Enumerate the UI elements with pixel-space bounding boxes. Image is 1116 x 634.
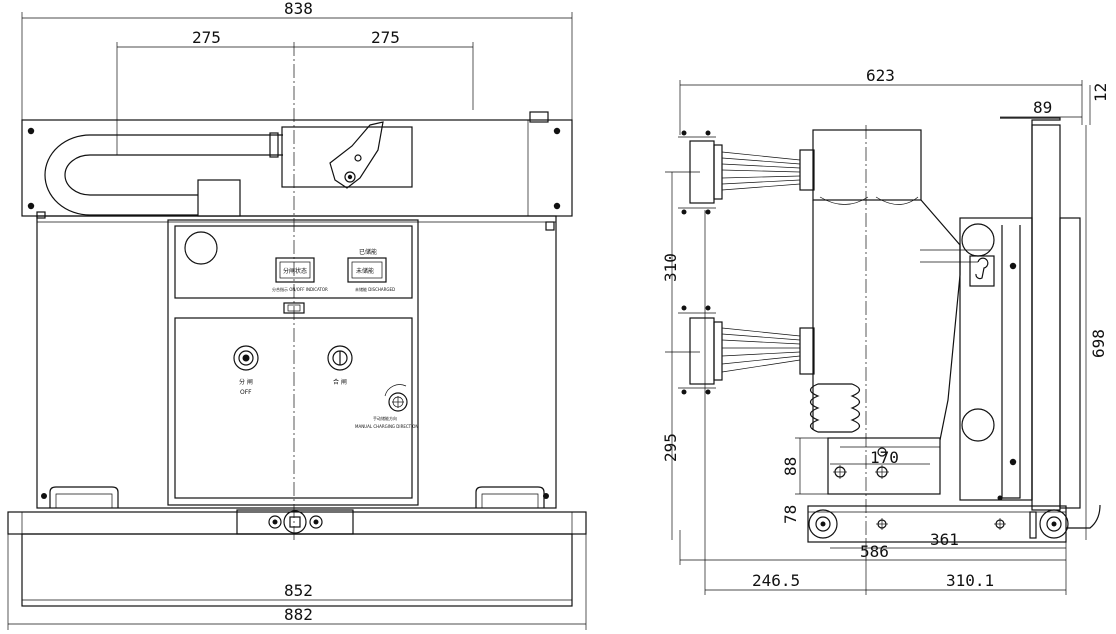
dim-width-bottom: 882 [284, 605, 313, 624]
on-button-label: 合 闸 [333, 378, 347, 386]
dim-height-right: 698 [1089, 329, 1108, 358]
manual-charge-sub: MANUAL CHARGING DIRECTION [355, 424, 418, 429]
dim-lower-height: 295 [661, 433, 680, 462]
manual-charge-label: 手动储能方向 [373, 415, 397, 421]
dim-pole-pitch: 310 [661, 253, 680, 282]
indicator-right-label: 未储能 [356, 267, 374, 275]
side-view: 623 89 12 [661, 66, 1110, 595]
dim-width-mid: 852 [284, 581, 313, 600]
indicator-left-sub: 分合指示 ON/OFF INDICATOR [272, 286, 328, 292]
dim-rail-span: 361 [930, 530, 959, 549]
indicator-left-label: 分闸状态 [283, 267, 307, 275]
dim-top-offset: 89 [1033, 98, 1052, 117]
dim-depth-bottom: 586 [860, 542, 889, 561]
dim-right-section: 310.1 [946, 571, 994, 590]
on-button [327, 345, 353, 371]
dim-left-section: 246.5 [752, 571, 800, 590]
off-button-sub: OFF [240, 389, 252, 396]
upper-conductors [721, 151, 801, 191]
dim-span-right: 275 [371, 28, 400, 47]
dim-width-top: 838 [284, 0, 313, 18]
dim-base-span: 170 [870, 448, 899, 467]
manual-charge-port [388, 392, 408, 412]
indicator-right-sub: 未储能 DISCHARGED [355, 286, 395, 292]
dim-span-left: 275 [192, 28, 221, 47]
lifting-hook [969, 255, 995, 287]
dim-base-height: 88 [781, 457, 800, 476]
indicator-right-caption: 已储能 [359, 248, 377, 256]
dim-depth-top: 623 [866, 66, 895, 85]
front-view: 838 275 275 [7, 0, 587, 630]
off-button [233, 345, 259, 371]
off-button-label: 分 闸 [239, 378, 253, 386]
lower-conductors [721, 327, 801, 373]
dim-base-offset: 78 [781, 505, 800, 524]
dim-top-gap: 12 [1091, 83, 1110, 102]
